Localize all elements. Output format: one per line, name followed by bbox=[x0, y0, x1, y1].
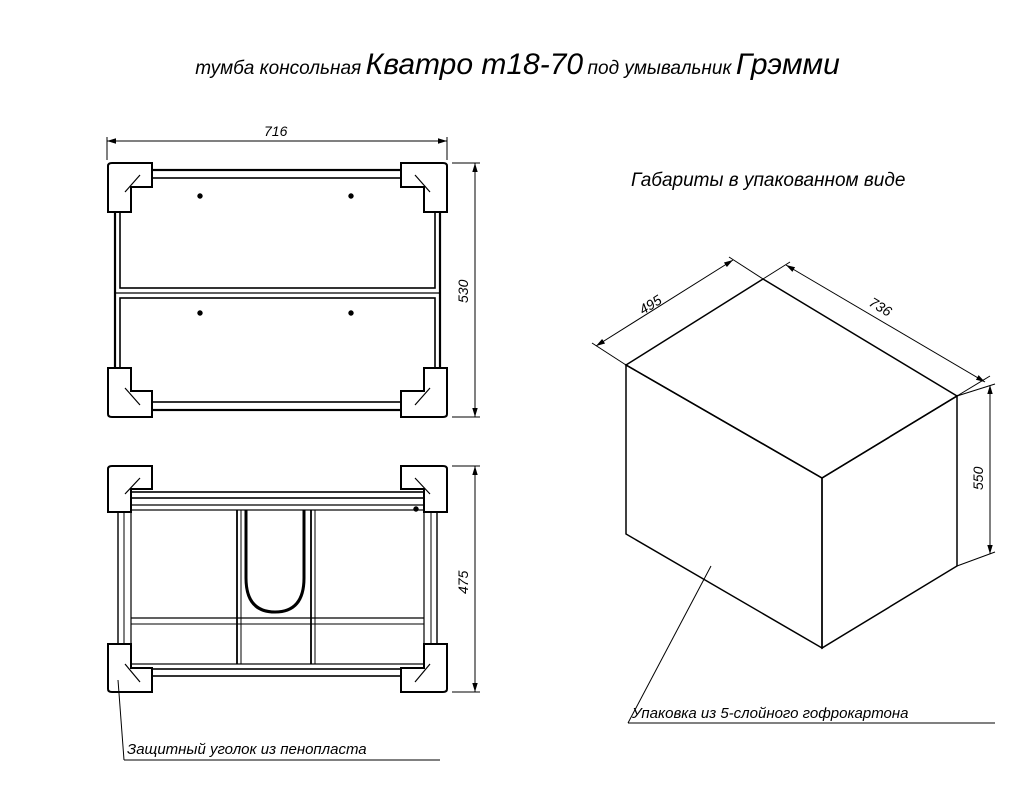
front-view: 475 Защитный уголок из пенопласта bbox=[107, 465, 480, 761]
foam-corner-front-bottom-right bbox=[400, 643, 448, 693]
drawing-title: тумба консольная Кватро т18-70 под умыва… bbox=[0, 48, 1035, 82]
foam-corner-front-top-left bbox=[107, 465, 153, 513]
dim-736: 736 bbox=[866, 294, 894, 320]
package-heading: Габариты в упакованном виде bbox=[631, 170, 905, 191]
dimension-package-height: 550 bbox=[956, 383, 996, 567]
dimension-top-width: 716 bbox=[106, 123, 448, 160]
dim-716: 716 bbox=[264, 123, 288, 139]
dim-550: 550 bbox=[970, 466, 986, 490]
title-prefix: тумба консольная bbox=[195, 58, 362, 79]
top-view: 716 530 bbox=[106, 123, 480, 418]
package-box bbox=[624, 278, 959, 650]
dim-475: 475 bbox=[455, 570, 471, 594]
foam-corner-bottom-left bbox=[107, 367, 153, 418]
leader-packaging: Упаковка из 5-слойного гофрокартона bbox=[627, 565, 995, 724]
foam-corner-top-right bbox=[400, 162, 448, 213]
label-packaging: Упаковка из 5-слойного гофрокартона bbox=[631, 705, 908, 722]
label-foam-corner: Защитный уголок из пенопласта bbox=[127, 741, 367, 758]
foam-corner-front-bottom-left bbox=[107, 643, 153, 693]
leader-foam-corner: Защитный уголок из пенопласта bbox=[117, 679, 440, 761]
dimension-package-width: 736 bbox=[762, 261, 991, 397]
dimension-front-height: 475 bbox=[452, 465, 480, 693]
dimension-package-depth: 495 bbox=[591, 256, 764, 366]
foam-corner-bottom-right bbox=[400, 367, 448, 418]
foam-corner-front-top-right bbox=[400, 465, 448, 513]
dim-530: 530 bbox=[455, 279, 471, 303]
title-sink: Грэмми bbox=[735, 48, 840, 81]
dimension-top-depth: 530 bbox=[452, 162, 480, 418]
foam-corner-top-left bbox=[107, 162, 153, 213]
title-middle: под умывальник bbox=[587, 58, 732, 79]
title-model: Кватро т18-70 bbox=[365, 48, 584, 81]
dim-495: 495 bbox=[636, 291, 664, 317]
package-view: Габариты в упакованном виде 495 736 550 bbox=[591, 170, 996, 724]
